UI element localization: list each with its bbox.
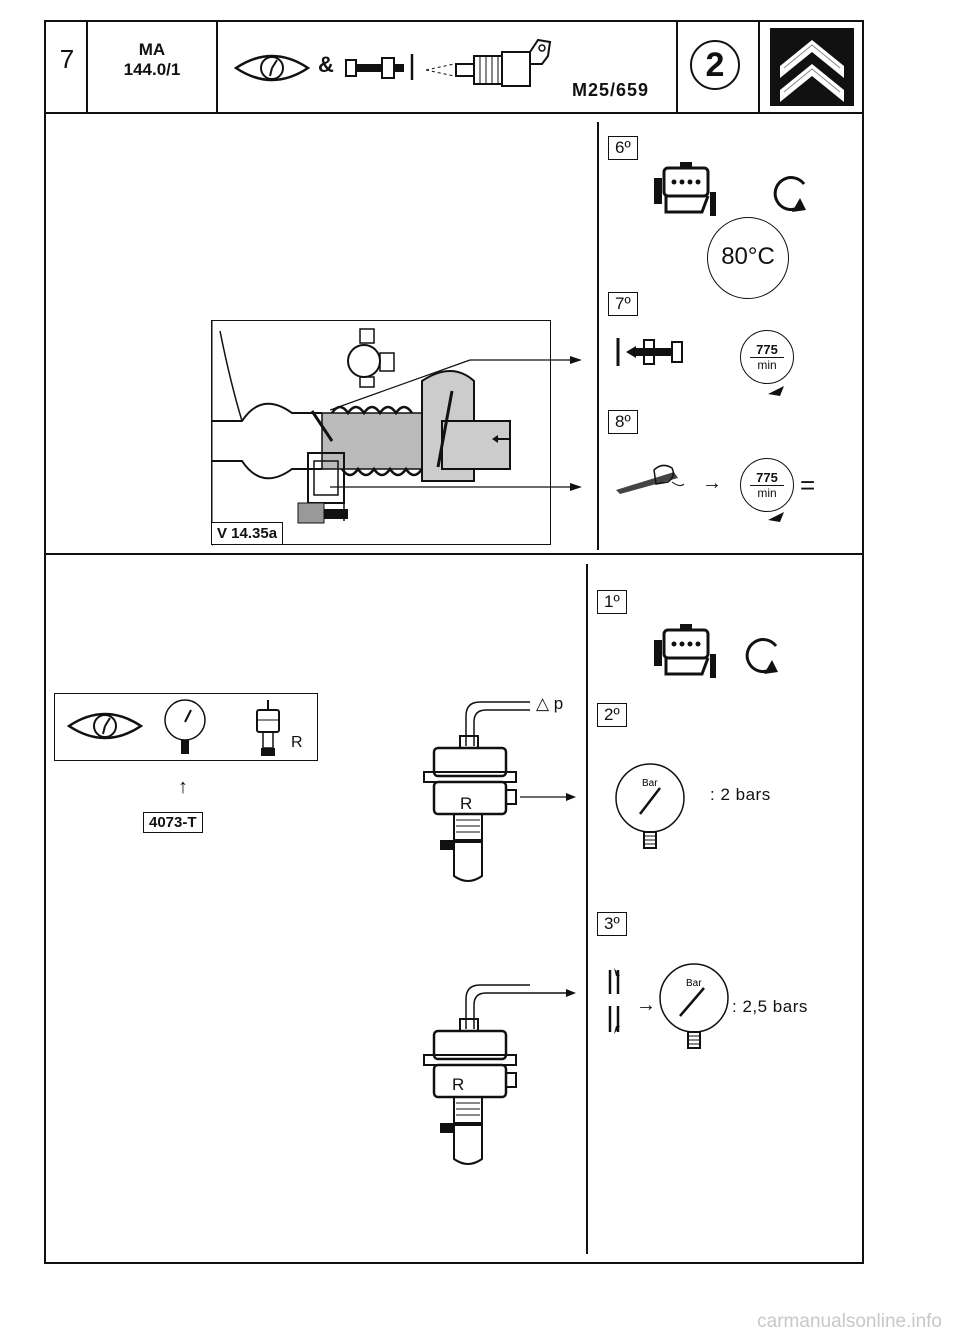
adjuster-screw-icon — [616, 338, 683, 366]
then-arrow: → — [702, 472, 722, 494]
pressure-gauge-icon: Bar — [659, 963, 729, 1049]
fuel-regulator-diagram — [423, 701, 576, 882]
regulator-label: R — [452, 1075, 465, 1094]
pressure-2-bars: : 2 bars — [710, 785, 771, 804]
equals-sign: = — [800, 470, 816, 500]
tool-reference: 4073-T — [143, 812, 203, 833]
watermark: carmanualsonline.info — [757, 1311, 942, 1332]
circled-step-number: 2 — [690, 40, 740, 90]
circled-step-number-text: 2 — [705, 46, 725, 84]
diagram-reference-label: V 14.35a — [211, 522, 284, 545]
rpm-unit: min — [757, 358, 777, 372]
citroen-logo-icon — [770, 28, 854, 106]
rotation-arrow-icon — [745, 638, 778, 674]
svg-text:Bar: Bar — [642, 778, 658, 789]
procedure-code-line2: 144.0/1 — [123, 60, 181, 79]
rpm-value: 775 — [750, 470, 784, 486]
temperature-value: 80°C — [721, 243, 775, 270]
leader-arrows — [330, 356, 582, 491]
engine-icon — [654, 624, 716, 678]
tool-reference-text: 4073-T — [149, 814, 197, 831]
pressure-gauge-icon — [164, 699, 206, 754]
temperature-circle: 80°C — [707, 217, 789, 299]
rpm-dial: 775 min — [740, 330, 794, 384]
pressure-regulator-icon — [256, 700, 280, 756]
up-arrow: ↑ — [178, 776, 188, 798]
pressure-2-5-bars: : 2,5 bars — [732, 997, 808, 1016]
then-arrow: → — [636, 994, 656, 1016]
rpm-dial: 775 min — [740, 458, 794, 512]
procedure-code-line1: MA — [138, 40, 166, 59]
step-6-label: 6º — [608, 136, 638, 160]
engine-icon — [654, 162, 716, 216]
regulator-label: R — [460, 794, 473, 813]
step-1-label: 1º — [597, 590, 627, 614]
step-3-label: 3º — [597, 912, 627, 936]
step-8-label: 8º — [608, 410, 638, 434]
dial-arrow-icon — [768, 386, 784, 396]
throttle-body-diagram: V 14.35a — [211, 320, 551, 546]
throttle-hand-icon — [616, 464, 685, 494]
dial-arrow-icon — [768, 512, 784, 522]
rotation-arrow-icon — [773, 176, 806, 212]
ampersand: & — [318, 52, 334, 77]
svg-text:Bar: Bar — [686, 978, 702, 989]
diagram-reference-text: V 14.35a — [217, 525, 278, 542]
page-number: 7 — [59, 44, 75, 74]
pressure-gauge-icon: Bar — [615, 763, 685, 849]
regulator-label: R — [291, 734, 303, 751]
eye-gauge-icon — [233, 54, 311, 82]
adjuster-screw-icon — [345, 54, 414, 80]
fuel-regulator-diagram — [423, 984, 576, 1165]
eye-gauge-icon — [66, 712, 144, 740]
rpm-value: 775 — [750, 342, 784, 358]
injector-icon — [425, 38, 552, 87]
step-2-label: 2º — [597, 703, 627, 727]
delta-p-label: △ p — [536, 694, 564, 713]
reference-number: M25/659 — [572, 80, 650, 100]
pressure-up-down-icon — [608, 968, 620, 1034]
header-frame — [44, 20, 864, 114]
rpm-unit: min — [757, 486, 777, 500]
step-7-label: 7º — [608, 292, 638, 316]
equipment-box: R — [54, 693, 318, 761]
